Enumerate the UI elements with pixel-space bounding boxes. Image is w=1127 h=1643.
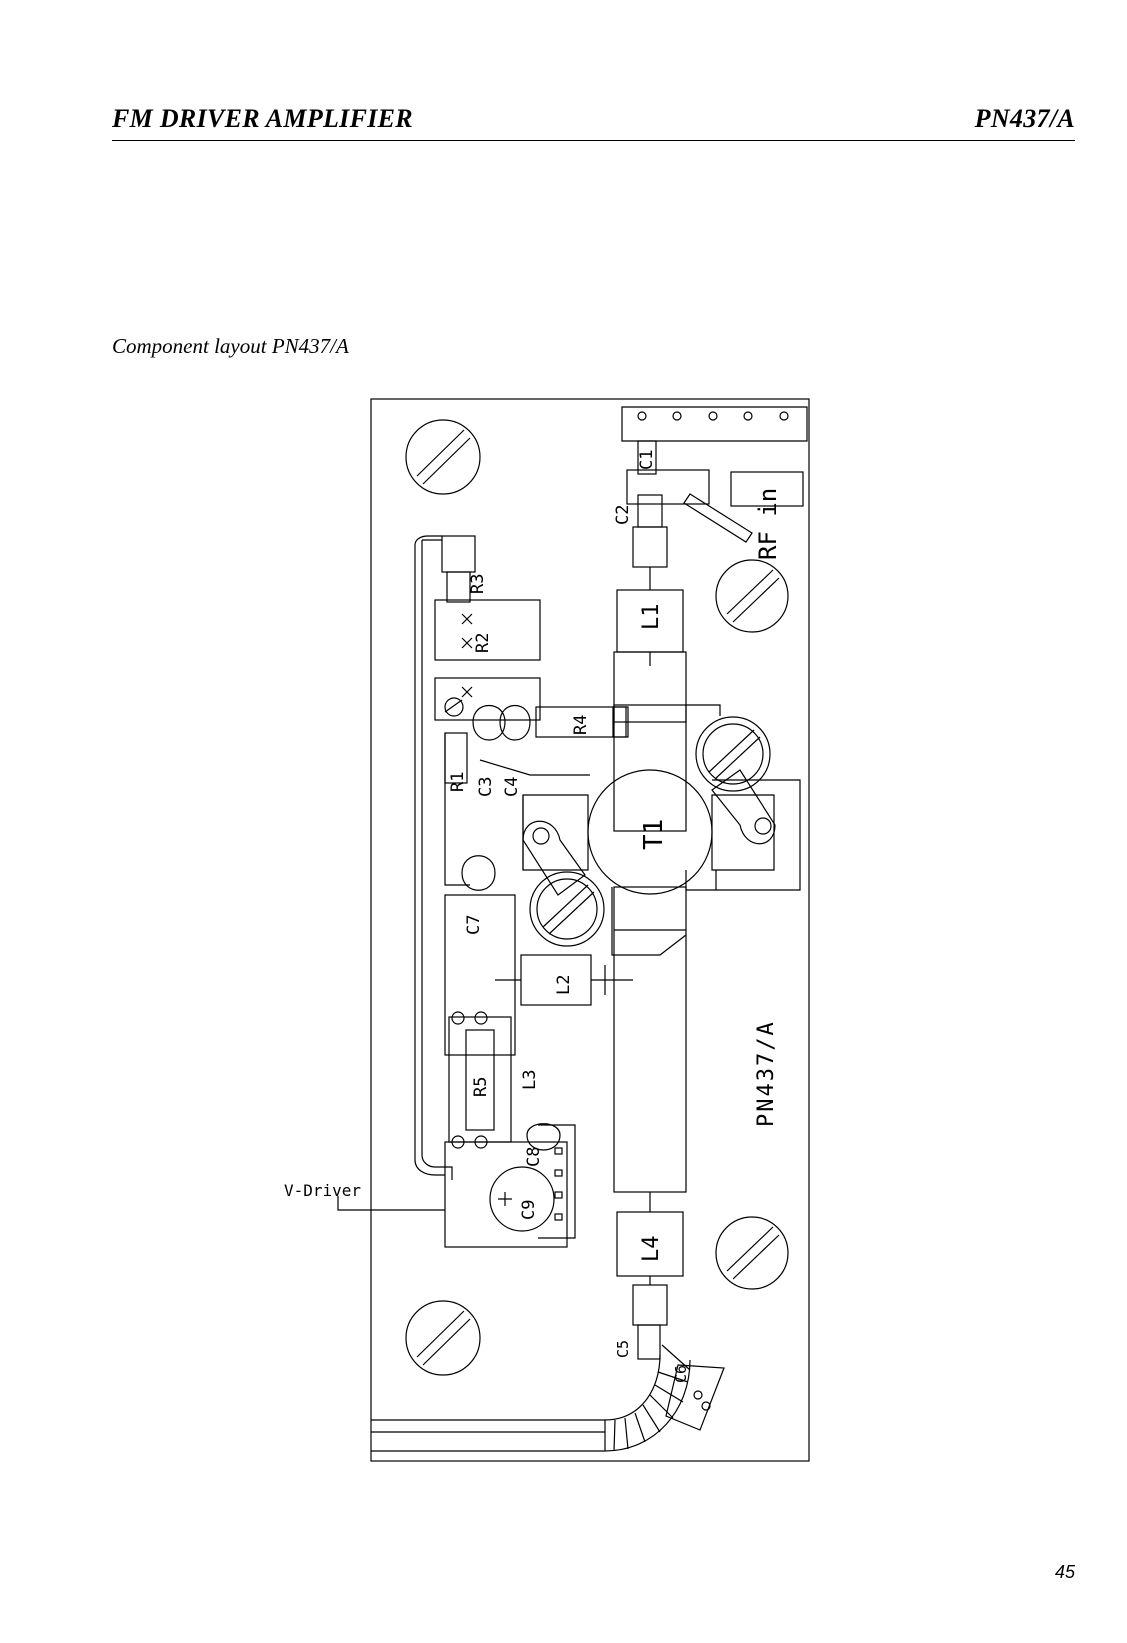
board-marking: PN437/A (754, 1020, 779, 1127)
capacitor-c7 (462, 856, 495, 891)
mounting-screw-icon (716, 560, 788, 632)
label-c5: C5 (614, 1340, 632, 1358)
label-c9: C9 (519, 1200, 539, 1220)
microstrip-output (614, 887, 686, 1192)
mounting-screw-icon (530, 872, 604, 946)
label-r1: R1 (448, 772, 468, 792)
flange-lug (523, 821, 585, 895)
capacitor-c5 (633, 1285, 667, 1325)
mounting-screw-icon (716, 1217, 788, 1289)
mounting-screw-icon (406, 420, 480, 494)
label-t1: T1 (639, 819, 669, 850)
label-c1: C1 (637, 450, 657, 470)
rf-input-connector (622, 407, 807, 441)
label-l3: L3 (520, 1070, 540, 1090)
capacitor-c8 (527, 1124, 560, 1150)
page-number: 45 (1055, 1562, 1075, 1583)
label-r5: R5 (471, 1077, 491, 1097)
label-c2: C2 (613, 505, 633, 525)
label-c6: C6 (672, 1365, 690, 1383)
label-v-driver: V-Driver (284, 1181, 361, 1200)
label-c4: C4 (502, 777, 522, 797)
supply-wire (422, 540, 452, 1180)
label-c3: C3 (476, 777, 496, 797)
resistor-r3 (442, 536, 475, 572)
label-r2: R2 (473, 633, 493, 653)
label-l2: L2 (554, 975, 574, 995)
output-coax (371, 1355, 660, 1420)
label-l4: L4 (639, 1236, 664, 1263)
label-c8: C8 (524, 1147, 544, 1167)
mounting-screw-icon (406, 1301, 480, 1375)
label-c7: C7 (464, 915, 484, 935)
label-rf-in: RF in (754, 488, 782, 560)
label-r4: R4 (571, 715, 591, 735)
label-r3: R3 (468, 574, 488, 594)
label-l1: L1 (639, 604, 664, 631)
